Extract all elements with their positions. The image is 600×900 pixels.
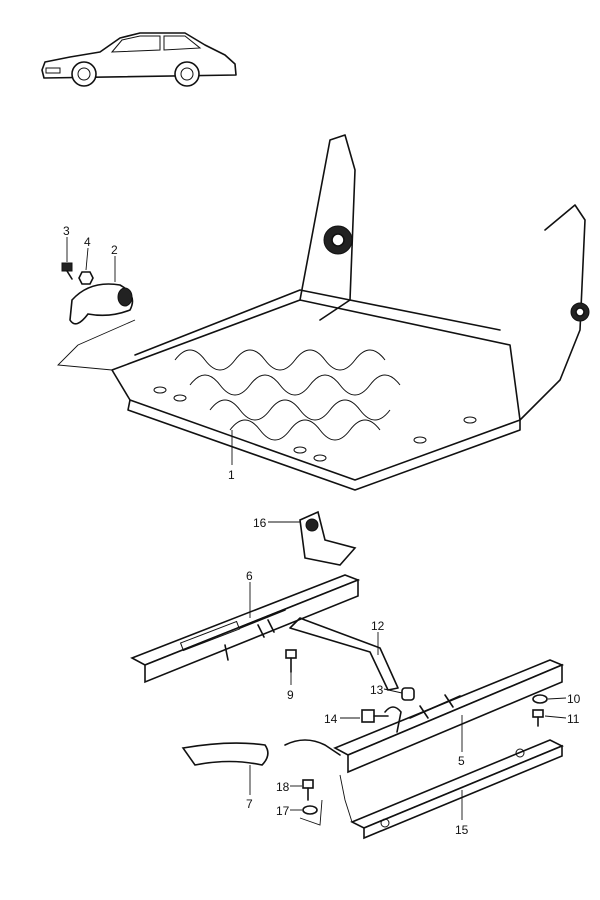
seat-rail-left <box>130 574 361 684</box>
connecting-rod <box>289 617 399 691</box>
nut-icon <box>78 271 94 285</box>
bushing-icon <box>401 687 415 701</box>
callout-9: 9 <box>287 688 294 702</box>
seat-frame <box>111 134 590 491</box>
callout-7: 7 <box>246 797 253 811</box>
callout-4: 4 <box>84 235 91 249</box>
callout-14: 14 <box>324 712 338 726</box>
callout-17: 17 <box>276 804 290 818</box>
callout-10: 10 <box>567 692 581 706</box>
callout-6: 6 <box>246 569 253 583</box>
callout-11: 11 <box>567 712 580 726</box>
washer-icon-10 <box>532 694 548 704</box>
seat-rail-right <box>284 659 565 774</box>
bolt-icon-11 <box>532 709 544 727</box>
release-handle <box>181 742 269 766</box>
bolt-icon <box>285 649 297 673</box>
bracket-part <box>299 510 357 566</box>
washer-icon-17 <box>302 805 318 815</box>
callout-12: 12 <box>371 619 385 633</box>
callout-13: 13 <box>370 683 384 697</box>
car-icon <box>41 32 237 87</box>
callout-labels: 3 4 2 1 16 6 12 9 13 14 10 11 5 7 18 17 … <box>63 224 581 837</box>
callout-18: 18 <box>276 780 290 794</box>
callout-16: 16 <box>253 516 267 530</box>
callout-3: 3 <box>63 224 70 238</box>
callout-5: 5 <box>458 754 465 768</box>
callout-2: 2 <box>111 243 118 257</box>
leader-lines <box>66 237 567 820</box>
callout-15: 15 <box>455 823 469 837</box>
screw-icon <box>61 262 73 280</box>
bolt-icon-14 <box>361 709 389 723</box>
knob-part <box>57 283 136 371</box>
screw-icon-18 <box>302 779 314 801</box>
callout-1: 1 <box>228 468 235 482</box>
lower-rail <box>339 739 564 840</box>
